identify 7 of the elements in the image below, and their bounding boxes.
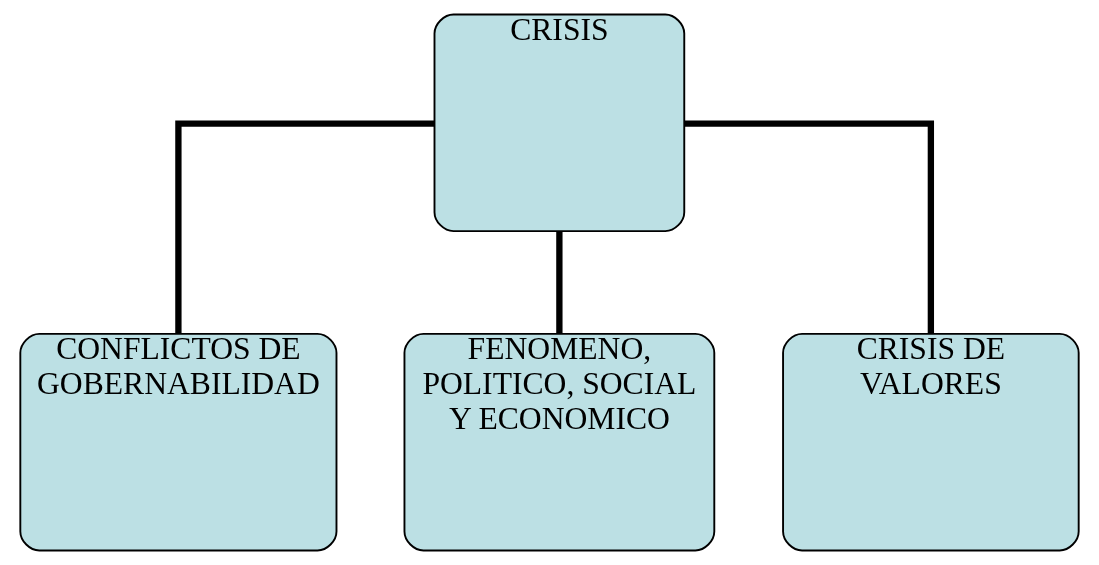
connector — [175, 120, 435, 334]
node-box: CONFLICTOS DE GOBERNABILIDAD — [19, 332, 338, 552]
node-box: CRISIS — [433, 13, 686, 233]
connector — [556, 231, 563, 334]
node-box: CRISIS DE VALORES — [782, 332, 1080, 552]
node-box: FENOMENO, POLITICO, SOCIAL Y ECONOMICO — [403, 332, 716, 552]
connector — [684, 120, 935, 334]
